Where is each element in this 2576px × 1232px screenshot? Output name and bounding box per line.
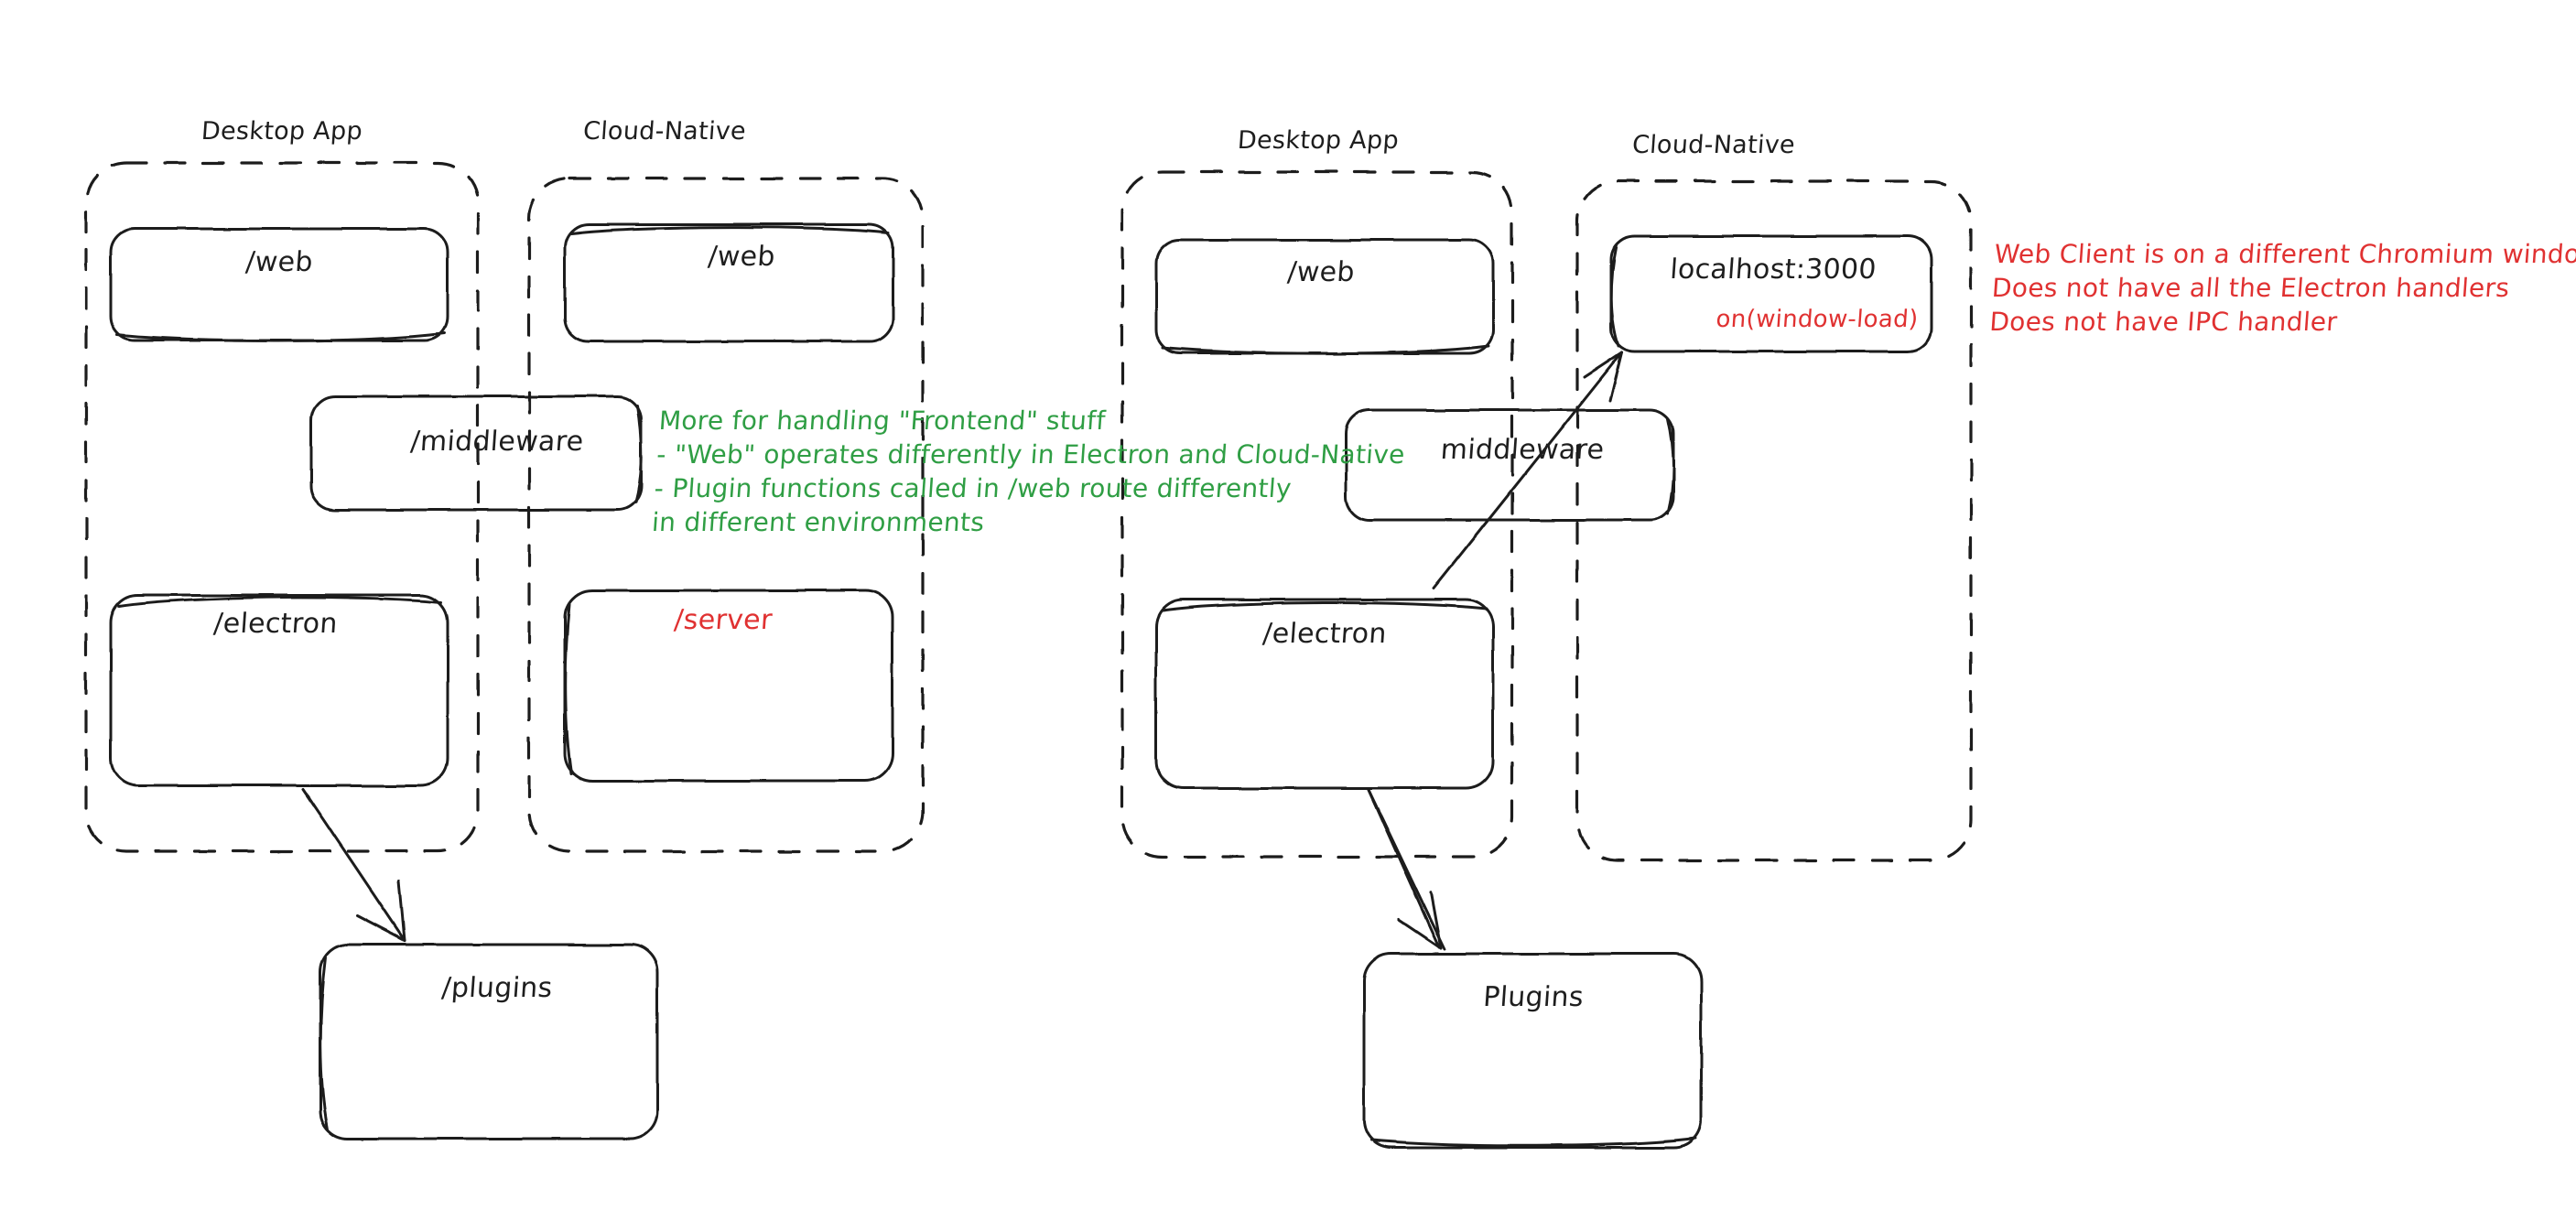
node-label-right-web: /web (1286, 256, 1356, 288)
group-title-right-cloud-native: Cloud-Native (1630, 131, 1797, 159)
node-box-left-web (109, 227, 449, 342)
node-label-left-web: /web (244, 246, 314, 278)
node-box-right-electron (1154, 598, 1495, 790)
node-box-right-plugins (1362, 952, 1703, 1150)
node-box-right-web (1154, 238, 1495, 355)
annotation-note-green: More for handling "Frontend" stuff - "We… (651, 405, 1406, 537)
node-label-right-middleware: middleware (1439, 434, 1606, 466)
group-title-right-desktop-app: Desktop App (1236, 126, 1401, 155)
node-label-left-middleware: /middleware (409, 426, 585, 458)
node-sublabel-right-localhost-onwindowload: on(window-load) (1715, 306, 1920, 333)
group-title-left-desktop-app: Desktop App (200, 117, 364, 146)
group-frame-right-desktop-app (1120, 170, 1514, 859)
node-label-right-localhost: localhost:3000 (1669, 254, 1878, 286)
group-title-left-cloud-native: Cloud-Native (581, 117, 748, 146)
node-label-left-plugins: /plugins (440, 972, 554, 1004)
node-box-left-plugins (319, 943, 659, 1140)
node-box-left-web-cloud (563, 222, 894, 343)
group-frame-right-cloud-native (1575, 179, 1973, 862)
node-label-right-electron: /electron (1261, 618, 1388, 650)
node-box-left-electron (109, 593, 449, 787)
arrow-right-electron-to-localhost (1432, 351, 1624, 590)
node-box-left-middleware (309, 394, 643, 512)
node-box-right-middleware (1344, 408, 1675, 522)
node-box-left-server (563, 589, 894, 783)
arrow-left-electron-to-plugins (301, 787, 406, 942)
group-frame-left-cloud-native (527, 177, 925, 853)
node-label-right-plugins: Plugins (1482, 981, 1586, 1013)
node-label-left-web-cloud: /web (707, 241, 776, 273)
annotation-note-red: Web Client is on a different Chromium wi… (1988, 239, 2576, 337)
node-box-right-localhost (1609, 234, 1933, 353)
node-label-left-electron: /electron (212, 608, 339, 640)
arrow-right-electron-to-plugins (1367, 788, 1446, 951)
group-frame-left-desktop-app (84, 161, 480, 853)
node-label-left-server: /server (673, 604, 774, 636)
